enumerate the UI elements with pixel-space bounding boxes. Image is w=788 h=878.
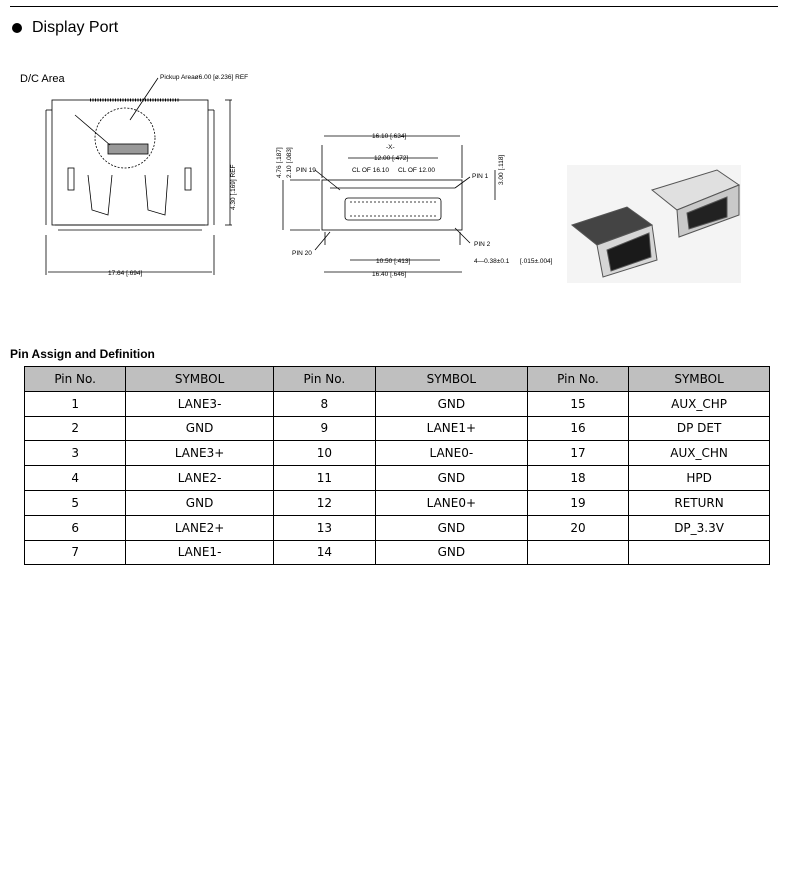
hole-label: 4—0.38±0.1 — [474, 258, 510, 265]
cell: HPD — [628, 465, 770, 491]
top-rule — [10, 6, 778, 7]
cell: GND — [125, 489, 274, 516]
pin20-label: PIN 20 — [292, 250, 312, 257]
cell: LANE3- — [125, 390, 274, 417]
cell — [526, 539, 630, 566]
section-heading: Display Port — [12, 19, 118, 37]
table-row: 4 LANE2- 11 GND 18 HPD — [23, 465, 770, 491]
dc-area-label: D/C Area — [20, 73, 66, 85]
cell: LANE1+ — [374, 415, 528, 442]
dim-1200-label: 12.00 [.472] — [374, 155, 409, 162]
hole-tol-label: [.015±.004] — [520, 258, 553, 265]
cell: GND — [374, 390, 528, 417]
cell: 6 — [23, 514, 127, 541]
cl-1610-label: CL OF 16.10 — [352, 167, 389, 174]
cell: GND — [125, 415, 274, 442]
bullet-icon — [12, 23, 22, 33]
cell: 14 — [272, 539, 376, 566]
height-ref-label: 4.30 [.169] REF — [230, 164, 237, 210]
connector-photo — [567, 165, 741, 283]
cell: 13 — [272, 514, 376, 541]
cell: 12 — [272, 489, 376, 516]
cell: AUX_CHN — [628, 440, 770, 467]
connector-drawing: D/C Area Pickup Areaø6.00 [ø.236] REF 4.… — [20, 73, 553, 278]
col-header: Pin No. — [23, 366, 127, 392]
front-view-body — [51, 99, 209, 226]
cell: AUX_CHP — [628, 390, 770, 417]
cell: DP_3.3V — [628, 514, 770, 541]
pin2-label: PIN 2 — [474, 241, 491, 248]
table-row: 5 GND 12 LANE0+ 19 RETURN — [23, 489, 770, 516]
cell: 7 — [23, 539, 127, 566]
dim-300-label: 3.00 [.118] — [498, 155, 505, 185]
col-header: SYMBOL — [374, 366, 528, 392]
side-view-body — [321, 179, 463, 231]
section-title: Pin Assign and Definition — [10, 347, 155, 361]
col-header: SYMBOL — [125, 366, 274, 392]
dim-1050-label: 10.50 [.413] — [376, 258, 411, 265]
table-row: 7 LANE1- 14 GND — [23, 539, 770, 566]
dim-1610-label: 16.10 [.634] — [372, 133, 407, 140]
cell: LANE2+ — [125, 514, 274, 541]
cell: 18 — [526, 465, 630, 491]
cell: 1 — [23, 390, 127, 417]
col-header: Pin No. — [526, 366, 630, 392]
cell: 19 — [526, 489, 630, 516]
cell: 3 — [23, 440, 127, 467]
col-header: Pin No. — [272, 366, 376, 392]
cell: 11 — [272, 465, 376, 491]
pickup-circle — [94, 107, 156, 169]
table-row: 6 LANE2+ 13 GND 20 DP_3.3V — [23, 514, 770, 541]
width-main-label: 17.64 [.694] — [108, 270, 143, 277]
heading-text: Display Port — [32, 19, 119, 36]
cell: 15 — [526, 390, 630, 417]
cell: LANE0+ — [374, 489, 528, 516]
dim-1640-label: 16.40 [.646] — [372, 271, 407, 278]
cell: 2 — [23, 415, 127, 442]
cell: 20 — [526, 514, 630, 541]
cell: 10 — [272, 440, 376, 467]
cell: GND — [374, 465, 528, 491]
cell: RETURN — [628, 489, 770, 516]
cell: GND — [374, 514, 528, 541]
pin19-label: PIN 19 — [296, 167, 316, 174]
cell: 8 — [272, 390, 376, 417]
cell: GND — [374, 539, 528, 566]
dim-210-label: 2.10 [.083] — [286, 147, 293, 178]
col-header: SYMBOL — [628, 366, 770, 392]
cell: LANE3+ — [125, 440, 274, 467]
dim-476-label: 4.76 [.187] — [276, 147, 283, 178]
pin-table: Pin No. SYMBOL Pin No. SYMBOL Pin No. SY… — [23, 366, 770, 566]
cell: 17 — [526, 440, 630, 467]
cell: 5 — [23, 489, 127, 516]
cell — [628, 539, 770, 566]
pickup-label: Pickup Areaø6.00 [ø.236] REF — [160, 74, 248, 81]
cell: 16 — [526, 415, 630, 442]
cell: LANE2- — [125, 465, 274, 491]
cell: DP DET — [628, 415, 770, 442]
datum-x-label: -X- — [386, 144, 395, 151]
cell: LANE0- — [374, 440, 528, 467]
cell: 9 — [272, 415, 376, 442]
cell: 4 — [23, 465, 127, 491]
table-row: 2 GND 9 LANE1+ 16 DP DET — [23, 415, 770, 442]
table-row: 3 LANE3+ 10 LANE0- 17 AUX_CHN — [23, 440, 770, 467]
cl-1200-label: CL OF 12.00 — [398, 167, 435, 174]
pin1-label: PIN 1 — [472, 173, 489, 180]
table-row: 1 LANE3- 8 GND 15 AUX_CHP — [23, 390, 770, 417]
cell: LANE1- — [125, 539, 274, 566]
table-header-row: Pin No. SYMBOL Pin No. SYMBOL Pin No. SY… — [23, 366, 770, 392]
